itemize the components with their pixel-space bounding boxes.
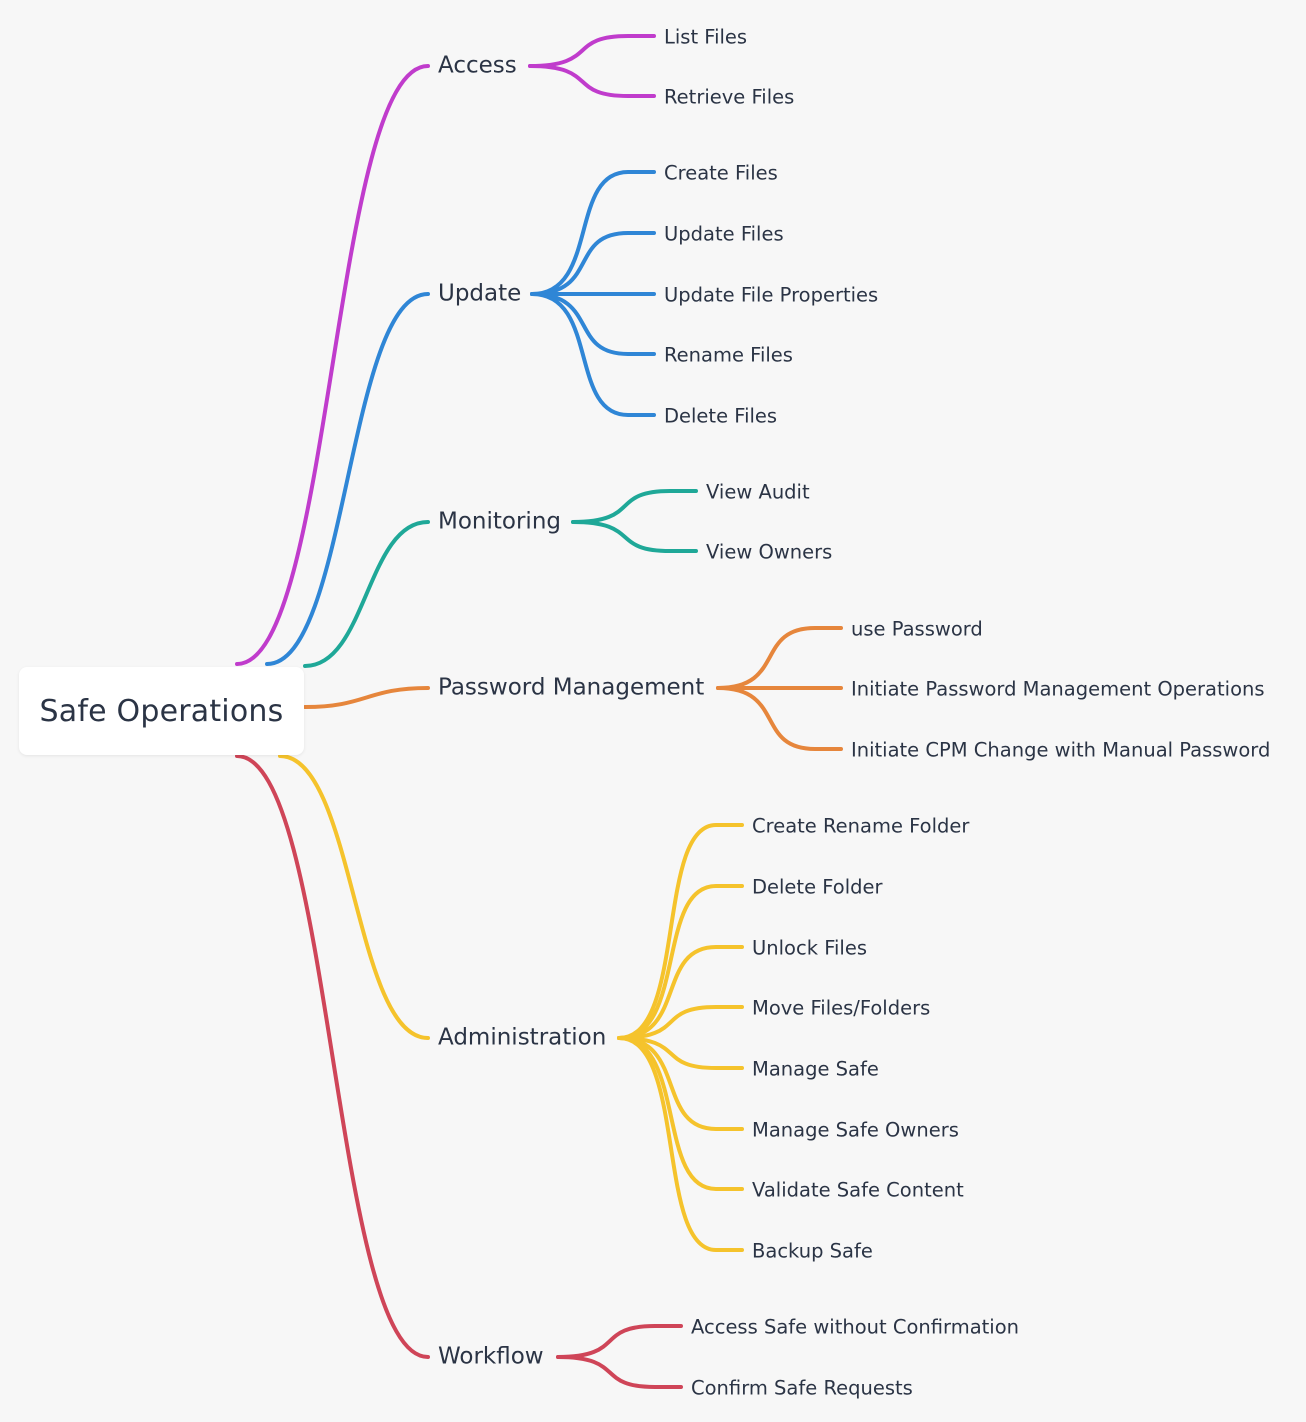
- connector-workflow-to-access-safe-without-confirmation: [556, 1324, 683, 1359]
- leaf-node-create-rename-folder[interactable]: Create Rename Folder: [752, 814, 970, 838]
- leaf-node-confirm-safe-requests[interactable]: Confirm Safe Requests: [691, 1376, 913, 1400]
- root-node-label: Safe Operations: [39, 693, 284, 729]
- leaf-node-use-password[interactable]: use Password: [851, 617, 983, 641]
- connector-administration-to-create-rename-folder: [617, 823, 744, 1040]
- connector-root-to-password-management: [303, 686, 430, 709]
- branch-node-update[interactable]: Update: [438, 280, 522, 307]
- leaf-node-move-files-folders[interactable]: Move Files/Folders: [752, 996, 931, 1020]
- branch-node-monitoring[interactable]: Monitoring: [438, 508, 561, 535]
- leaf-node-manage-safe-owners[interactable]: Manage Safe Owners: [752, 1118, 959, 1142]
- connector-administration-to-move-files-folders: [617, 1005, 744, 1040]
- leaf-node-initiate-password-management-operations[interactable]: Initiate Password Management Operations: [851, 677, 1265, 701]
- leaf-node-rename-files[interactable]: Rename Files: [664, 343, 793, 367]
- connector-root-to-monitoring: [303, 520, 430, 668]
- leaf-node-view-audit[interactable]: View Audit: [706, 480, 810, 504]
- connector-workflow-to-confirm-safe-requests: [556, 1355, 683, 1389]
- connector-update-to-create-files: [530, 170, 656, 296]
- leaf-node-access-safe-without-confirmation[interactable]: Access Safe without Confirmation: [691, 1315, 1020, 1339]
- connector-access-to-list-files: [528, 34, 656, 68]
- connector-password-management-to-initiate-cpm-change-with-manual-password: [716, 686, 843, 751]
- branch-node-workflow[interactable]: Workflow: [438, 1343, 544, 1370]
- branch-node-access[interactable]: Access: [438, 52, 517, 79]
- leaf-node-retrieve-files[interactable]: Retrieve Files: [664, 85, 795, 109]
- connector-update-to-update-files: [530, 231, 656, 296]
- connector-update-to-delete-files: [530, 292, 656, 417]
- connector-administration-to-delete-folder: [617, 884, 744, 1040]
- leaf-node-manage-safe[interactable]: Manage Safe: [752, 1057, 879, 1081]
- connector-administration-to-manage-safe: [617, 1036, 744, 1070]
- leaf-node-update-files[interactable]: Update Files: [664, 222, 784, 246]
- connector-root-to-workflow: [235, 754, 430, 1359]
- connector-root-to-administration: [278, 754, 430, 1040]
- connector-administration-to-backup-safe: [617, 1036, 744, 1252]
- leaf-node-delete-files[interactable]: Delete Files: [664, 404, 778, 428]
- connector-administration-to-unlock-files: [617, 945, 744, 1040]
- connector-monitoring-to-view-owners: [571, 520, 698, 553]
- leaf-node-create-files[interactable]: Create Files: [664, 161, 778, 185]
- leaf-node-validate-safe-content[interactable]: Validate Safe Content: [752, 1178, 964, 1202]
- connector-root-to-update: [265, 292, 430, 666]
- leaf-node-delete-folder[interactable]: Delete Folder: [752, 875, 883, 899]
- branch-node-administration[interactable]: Administration: [438, 1024, 607, 1051]
- root-node[interactable]: Safe Operations: [19, 667, 304, 755]
- branch-node-password-management[interactable]: Password Management: [438, 674, 705, 701]
- leaf-node-update-file-properties[interactable]: Update File Properties: [664, 283, 879, 307]
- connector-monitoring-to-view-audit: [571, 489, 698, 524]
- leaf-node-unlock-files[interactable]: Unlock Files: [752, 936, 867, 960]
- leaf-node-backup-safe[interactable]: Backup Safe: [752, 1239, 873, 1263]
- connector-root-to-access: [235, 64, 430, 666]
- connector-access-to-retrieve-files: [528, 64, 656, 98]
- leaf-node-view-owners[interactable]: View Owners: [706, 540, 833, 564]
- connector-password-management-to-use-password: [716, 626, 843, 690]
- leaf-node-initiate-cpm-change-with-manual-password[interactable]: Initiate CPM Change with Manual Password: [851, 738, 1271, 762]
- connector-update-to-rename-files: [530, 292, 656, 356]
- connector-administration-to-manage-safe-owners: [617, 1036, 744, 1131]
- leaf-node-list-files[interactable]: List Files: [664, 25, 748, 49]
